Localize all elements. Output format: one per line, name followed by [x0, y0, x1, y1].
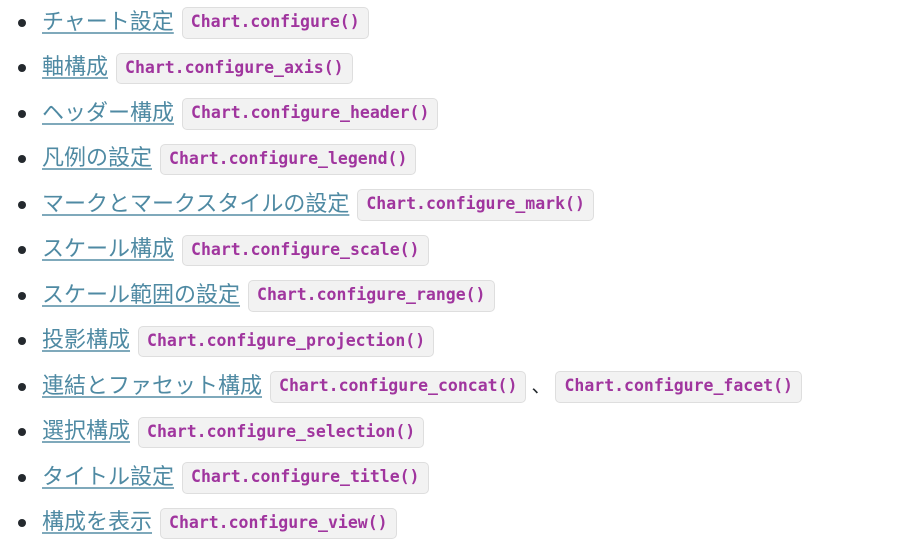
code-badge: Chart.configure_concat() — [270, 371, 526, 403]
list-item-link[interactable]: 構成を表示 — [42, 512, 152, 534]
bullet-icon — [18, 64, 26, 72]
list-item: 連結とファセット構成 Chart.configure_concat() 、 Chart… — [0, 364, 901, 410]
list-item: ヘッダー構成 Chart.configure_header() — [0, 91, 901, 137]
bullet-icon — [18, 246, 26, 254]
bullet-icon — [18, 474, 26, 482]
bullet-icon — [18, 519, 26, 527]
bullet-icon — [18, 383, 26, 391]
list-item-link[interactable]: スケール構成 — [42, 239, 174, 261]
list-item: 軸構成 Chart.configure_axis() — [0, 46, 901, 92]
list-item-link[interactable]: 連結とファセット構成 — [42, 376, 262, 398]
list-item-link[interactable]: マークとマークスタイルの設定 — [42, 194, 349, 216]
code-badge: Chart.configure_projection() — [138, 326, 434, 358]
code-badge: Chart.configure_range() — [248, 280, 494, 312]
list-item: 選択構成 Chart.configure_selection() — [0, 410, 901, 456]
code-badge: Chart.configure_selection() — [138, 417, 424, 449]
code-badge: Chart.configure_mark() — [357, 189, 594, 221]
list-item-link[interactable]: ヘッダー構成 — [42, 103, 174, 125]
list-item-link[interactable]: 選択構成 — [42, 421, 130, 443]
list-item: 投影構成 Chart.configure_projection() — [0, 319, 901, 365]
list-item-link[interactable]: スケール範囲の設定 — [42, 285, 240, 307]
list-item: 構成を表示 Chart.configure_view() — [0, 501, 901, 546]
code-badge: Chart.configure_scale() — [182, 235, 428, 267]
code-separator: 、 — [531, 377, 550, 396]
list-item: マークとマークスタイルの設定 Chart.configure_mark() — [0, 182, 901, 228]
list-item: 凡例の設定 Chart.configure_legend() — [0, 137, 901, 183]
bullet-icon — [18, 201, 26, 209]
bullet-icon — [18, 155, 26, 163]
bullet-icon — [18, 337, 26, 345]
code-badge: Chart.configure_title() — [182, 462, 428, 494]
bullet-icon — [18, 19, 26, 27]
bullet-icon — [18, 428, 26, 436]
bullet-icon — [18, 292, 26, 300]
list-item: スケール範囲の設定 Chart.configure_range() — [0, 273, 901, 319]
code-badge: Chart.configure_facet() — [555, 371, 801, 403]
list-item: タイトル設定 Chart.configure_title() — [0, 455, 901, 501]
list-item-link[interactable]: 軸構成 — [42, 57, 108, 79]
list-item-link[interactable]: 投影構成 — [42, 330, 130, 352]
list-item-link[interactable]: 凡例の設定 — [42, 148, 152, 170]
list-item-link[interactable]: タイトル設定 — [42, 467, 174, 489]
code-badge: Chart.configure_view() — [160, 508, 397, 540]
list-item-link[interactable]: チャート設定 — [42, 12, 174, 34]
list-item: チャート設定 Chart.configure() — [0, 0, 901, 46]
code-badge: Chart.configure_header() — [182, 98, 438, 130]
list-item: スケール構成 Chart.configure_scale() — [0, 228, 901, 274]
code-badge: Chart.configure() — [182, 7, 369, 39]
bullet-icon — [18, 110, 26, 118]
code-badge: Chart.configure_axis() — [116, 53, 353, 85]
code-badge: Chart.configure_legend() — [160, 144, 416, 176]
